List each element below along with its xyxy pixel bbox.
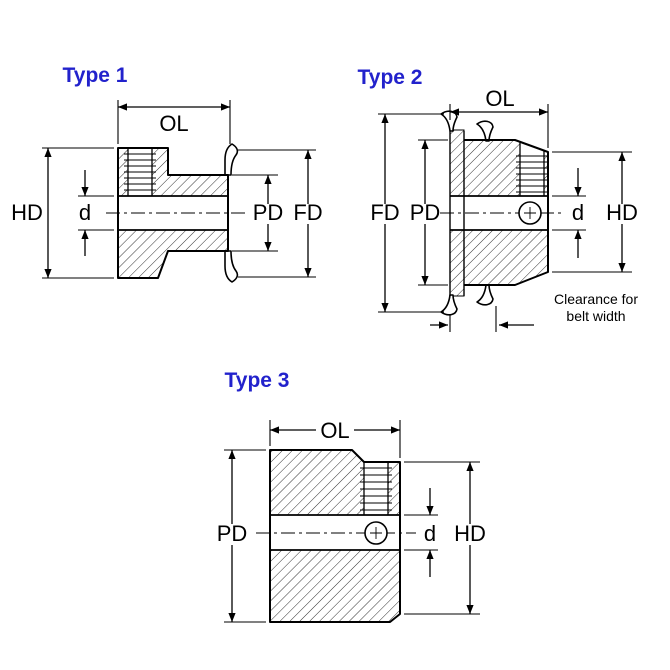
type1-fd-extension-lines bbox=[238, 149, 316, 278]
type1-body-outline bbox=[117, 147, 229, 279]
type3-screw-center-mark bbox=[370, 527, 382, 539]
type3-body-outline bbox=[269, 449, 401, 623]
type2-fd-extension-lines bbox=[378, 113, 444, 313]
type3-dim-label-ol: OL bbox=[320, 418, 349, 443]
type2-bore-lines bbox=[450, 195, 548, 231]
type2-dim-label-ol: OL bbox=[485, 86, 514, 111]
type3-lower-section bbox=[269, 549, 401, 623]
type2-screw-center-mark bbox=[524, 207, 536, 219]
type1-dim-label-d: d bbox=[79, 200, 91, 225]
type3-dimensions: OL PD d HD bbox=[217, 418, 486, 623]
type3-set-screw-hole bbox=[363, 462, 389, 515]
type2-pulley-drawing bbox=[440, 110, 562, 316]
type1-dim-label-hd: HD bbox=[11, 200, 43, 225]
type3-upper-section bbox=[269, 449, 365, 516]
type2-flange-ear-top-right bbox=[476, 120, 494, 142]
type1-bore-lines bbox=[118, 195, 228, 231]
type2-title: Type 2 bbox=[358, 66, 423, 89]
type2-diagram: Type 2 OL FD bbox=[358, 66, 638, 332]
type2-set-screw-threads bbox=[516, 155, 548, 193]
type2-clearance-note-line2: belt width bbox=[566, 308, 625, 324]
type1-set-screw-threads bbox=[124, 153, 156, 191]
type1-flange-ear-top bbox=[224, 143, 239, 176]
type3-upper-section-right bbox=[387, 461, 401, 516]
type2-clearance-extension-lines bbox=[449, 306, 497, 332]
type1-dim-label-pd: PD bbox=[253, 200, 284, 225]
type3-title: Type 3 bbox=[225, 369, 290, 392]
type1-dimensions: OL HD d PD FD bbox=[11, 100, 323, 279]
type2-clearance-note-line1: Clearance for bbox=[554, 291, 638, 307]
type2-dim-label-fd: FD bbox=[370, 200, 399, 225]
type2-set-screw-hole bbox=[519, 141, 545, 196]
type1-diagram: Type 1 OL HD d PD bbox=[11, 64, 323, 283]
type2-dim-label-pd: PD bbox=[410, 200, 441, 225]
type1-hd-extension-lines bbox=[42, 147, 114, 279]
type2-upper-section bbox=[463, 139, 521, 197]
type1-dim-label-fd: FD bbox=[293, 200, 322, 225]
type2-dim-label-hd: HD bbox=[606, 200, 638, 225]
type2-flange-ear-bottom-right bbox=[476, 284, 494, 306]
type3-set-screw-threads bbox=[360, 467, 392, 511]
type2-dim-label-d: d bbox=[572, 200, 584, 225]
type3-dim-label-hd: HD bbox=[454, 521, 486, 546]
type2-flange-upper-section bbox=[449, 129, 465, 197]
type1-title: Type 1 bbox=[63, 64, 128, 87]
type1-flange-ear-bottom bbox=[224, 250, 239, 283]
type2-flange-plate-lines bbox=[449, 131, 465, 296]
type1-pulley-drawing bbox=[106, 143, 246, 283]
type3-pulley-drawing bbox=[256, 449, 416, 623]
type1-dim-label-ol: OL bbox=[159, 111, 188, 136]
type3-bore-lines bbox=[270, 514, 400, 551]
type2-flange-ear-bottom-left bbox=[440, 294, 458, 316]
type2-flange-lower-section bbox=[449, 229, 465, 297]
type3-diagram: Type 3 OL PD d bbox=[217, 369, 486, 623]
type3-dim-label-pd: PD bbox=[217, 521, 248, 546]
type2-dimensions: OL FD PD d HD Clearance for belt width bbox=[370, 86, 638, 332]
type1-lower-section bbox=[117, 229, 229, 279]
type3-dim-label-d: d bbox=[424, 521, 436, 546]
type2-body-outline bbox=[464, 139, 549, 286]
